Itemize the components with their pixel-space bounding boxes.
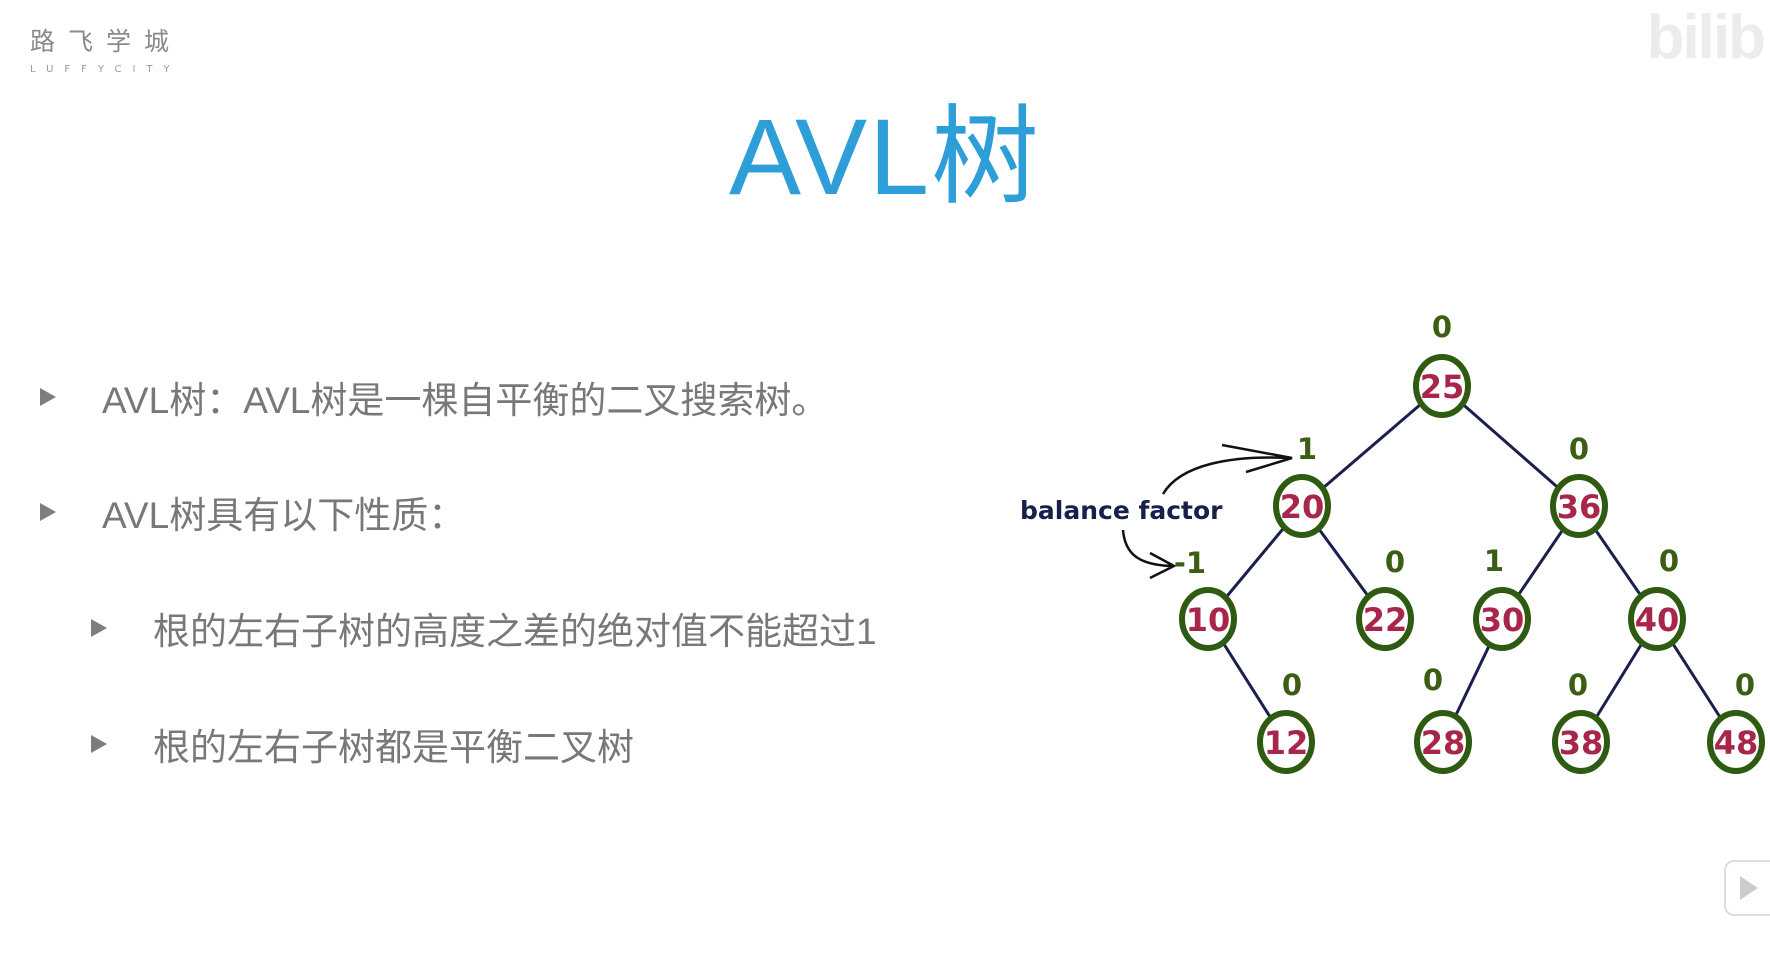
node-value: 48 xyxy=(1714,724,1759,762)
logo-cn: 路飞学城 xyxy=(30,27,183,56)
node-value: 30 xyxy=(1480,601,1525,639)
luffycity-logo: 路飞学城 LUFFYCITY xyxy=(30,22,182,75)
tree-node: 38 0 xyxy=(1552,668,1610,774)
node-circle xyxy=(1273,474,1331,538)
node-circle xyxy=(1550,474,1608,538)
play-button[interactable] xyxy=(1724,860,1770,916)
node-circle xyxy=(1628,587,1686,651)
node-circle xyxy=(1257,710,1315,774)
tree-node: 25 0 xyxy=(1413,310,1471,418)
slide-title: AVL树 xyxy=(728,96,1042,217)
tree-node: 28 0 xyxy=(1414,663,1472,774)
node-value: 40 xyxy=(1635,601,1680,639)
node-value: 38 xyxy=(1559,724,1604,762)
bullet-text: AVL树：AVL树是一棵自平衡的二叉搜索树。 xyxy=(102,380,829,421)
sub-bullet-item: 根的左右子树都是平衡二叉树 xyxy=(91,717,634,771)
tree-edge xyxy=(1301,384,1443,508)
balance-factor-value: 1 xyxy=(1484,544,1504,578)
node-value: 22 xyxy=(1363,601,1408,639)
balance-factor-value: 0 xyxy=(1659,544,1679,578)
node-circle xyxy=(1473,587,1531,651)
tree-node: 30 1 xyxy=(1473,544,1531,651)
balance-factor-label: balance factor xyxy=(1020,496,1223,525)
sub-bullet-item: 根的左右子树的高度之差的绝对值不能超过1 xyxy=(91,601,877,655)
bullet-text: AVL树具有以下性质： xyxy=(102,495,466,536)
node-value: 20 xyxy=(1280,488,1325,526)
bullet-arrow-icon xyxy=(40,503,56,521)
balance-factor-value: 0 xyxy=(1735,668,1755,702)
bullet-text: 根的左右子树的高度之差的绝对值不能超过1 xyxy=(153,611,877,652)
annotation-arrow-icon xyxy=(1161,443,1293,495)
tree-node: 40 0 xyxy=(1628,544,1686,651)
tree-node: 48 0 xyxy=(1707,668,1765,774)
tree-node: 20 1 xyxy=(1273,432,1331,538)
bullet-arrow-icon xyxy=(91,619,107,637)
bullet-item: AVL树：AVL树是一棵自平衡的二叉搜索树。 xyxy=(40,370,828,424)
tree-node: 22 0 xyxy=(1356,545,1414,651)
tree-edge xyxy=(1441,384,1580,508)
node-circle xyxy=(1707,710,1765,774)
bullet-arrow-icon xyxy=(40,388,56,406)
bullet-arrow-icon xyxy=(91,735,107,753)
tree-node: 36 0 xyxy=(1550,432,1608,538)
balance-factor-value: 0 xyxy=(1282,668,1302,702)
node-value: 36 xyxy=(1557,488,1602,526)
balance-factor-value: 0 xyxy=(1568,668,1588,702)
node-value: 10 xyxy=(1186,601,1231,639)
node-value: 12 xyxy=(1264,724,1309,762)
balance-factor-value: 0 xyxy=(1432,310,1452,344)
node-circle xyxy=(1356,587,1414,651)
annotation-arrow-icon xyxy=(1121,529,1177,580)
logo-en: LUFFYCITY xyxy=(30,64,181,75)
balance-factor-value: 0 xyxy=(1569,432,1589,466)
node-circle xyxy=(1413,354,1471,418)
node-circle xyxy=(1552,710,1610,774)
balance-factor-value: 1 xyxy=(1297,432,1317,466)
node-circle xyxy=(1179,587,1237,651)
balance-factor-value: 0 xyxy=(1423,663,1443,697)
tree-node: 12 0 xyxy=(1257,668,1315,774)
balance-factor-value: -1 xyxy=(1174,546,1206,580)
node-value: 25 xyxy=(1420,368,1465,406)
node-value: 28 xyxy=(1421,724,1466,762)
node-circle xyxy=(1414,710,1472,774)
bullet-text: 根的左右子树都是平衡二叉树 xyxy=(153,727,634,768)
tree-node: 10 -1 xyxy=(1174,546,1237,651)
balance-factor-value: 0 xyxy=(1385,545,1405,579)
bullet-item: AVL树具有以下性质： xyxy=(40,485,465,539)
bilibili-watermark: bilib xyxy=(1646,3,1766,72)
